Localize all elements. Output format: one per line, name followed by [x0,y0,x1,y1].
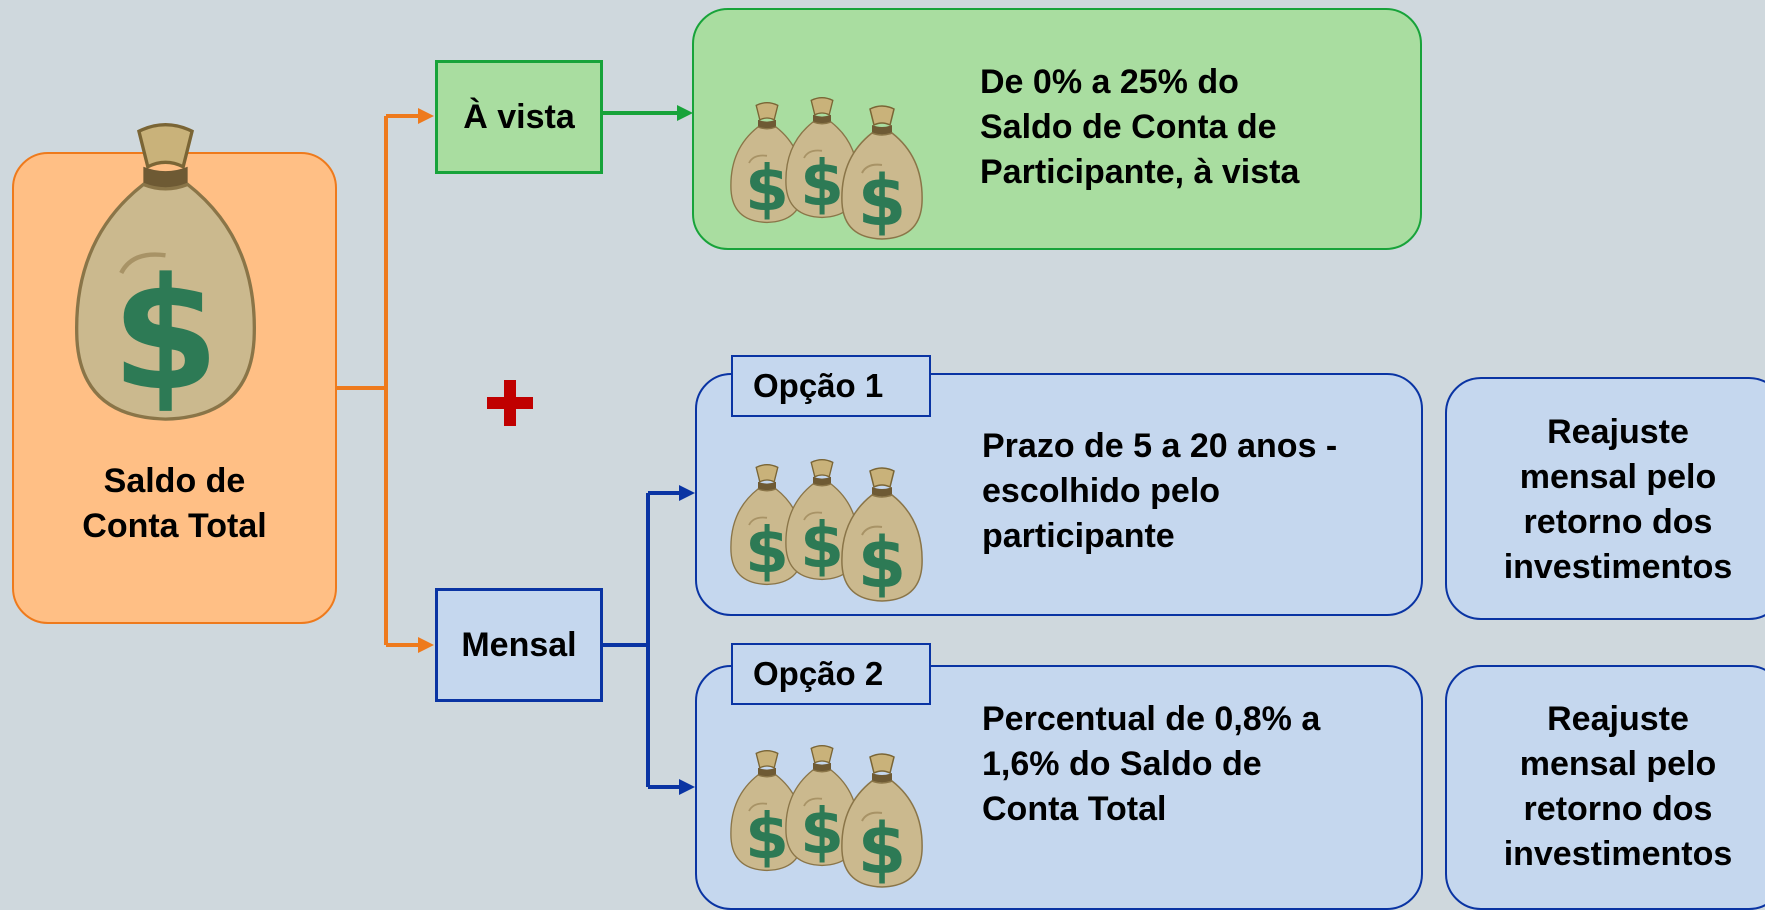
mensal-box: Mensal [435,588,603,702]
plus-icon [487,380,533,426]
option1-side-line3: retorno dos [1523,503,1713,541]
money-bags-icon [729,458,924,606]
option2-adjustment-box [1445,665,1765,910]
option1-tab-label: Opção 1 [753,367,884,404]
orange-connector [337,114,420,647]
avista-desc-line1: De 0% a 25% do [980,63,1239,101]
money-bags-icon [729,96,924,244]
avista-desc-line3: Participante, à vista [980,153,1300,191]
option1-side-line1: Reajuste [1547,413,1689,451]
money-bags-icon [729,744,924,892]
avista-desc-line2: Saldo de Conta de [980,108,1277,146]
option1-adjustment-box [1445,377,1765,620]
arrow-to-option1 [679,485,695,501]
option1-side-line4: investimentos [1503,548,1733,586]
option2-tab: Opção 2 [731,643,931,705]
option2-side-line3: retorno dos [1523,790,1713,828]
option2-side-line4: investimentos [1503,835,1733,873]
arrow-to-avista [418,108,434,124]
total-balance-line1: Saldo de [103,462,246,500]
avista-box: À vista [435,60,603,174]
option1-desc-line3: participante [982,517,1175,555]
option2-desc-line3: Conta Total [982,790,1167,828]
option1-tab: Opção 1 [731,355,931,417]
option2-desc-line2: 1,6% do Saldo de [982,745,1262,783]
money-bag-icon [38,118,293,428]
total-balance-label: Saldo de Conta Total [12,459,337,549]
arrow-to-option2 [679,779,695,795]
option2-description: Percentual de 0,8% a 1,6% do Saldo de Co… [982,697,1402,832]
option2-side-line1: Reajuste [1547,700,1689,738]
option1-desc-line1: Prazo de 5 a 20 anos - [982,427,1338,465]
option1-description: Prazo de 5 a 20 anos - escolhido pelo pa… [982,424,1402,559]
avista-description: De 0% a 25% do Saldo de Conta de Partici… [980,60,1400,195]
arrow-to-avista-panel [677,105,693,121]
total-balance-line2: Conta Total [82,507,267,545]
arrow-to-mensal [418,637,434,653]
option1-adjustment-text: Reajuste mensal pelo retorno dos investi… [1468,410,1765,590]
option2-side-line2: mensal pelo [1519,745,1717,783]
mensal-label: Mensal [461,625,577,664]
option2-tab-label: Opção 2 [753,655,884,692]
avista-label: À vista [463,97,575,136]
option1-side-line2: mensal pelo [1519,458,1717,496]
option1-desc-line2: escolhido pelo [982,472,1221,510]
blue-connector [603,491,680,789]
option2-adjustment-text: Reajuste mensal pelo retorno dos investi… [1468,697,1765,877]
option2-desc-line1: Percentual de 0,8% a [982,700,1321,738]
